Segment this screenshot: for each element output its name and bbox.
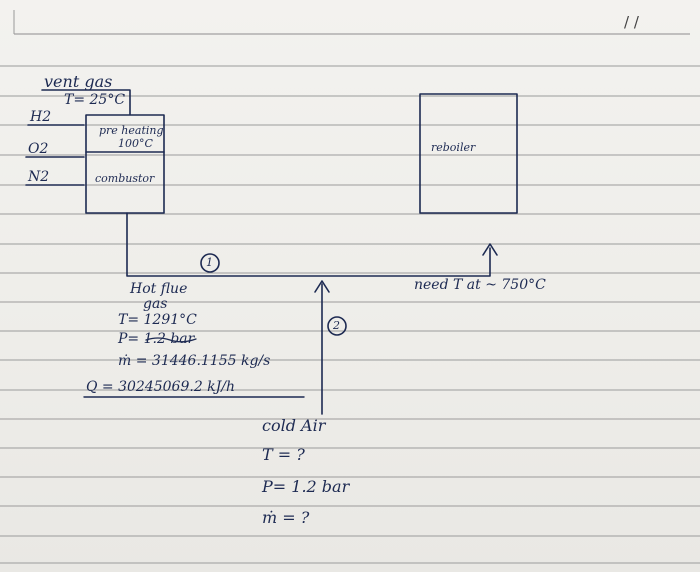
date-marks: / / xyxy=(624,13,639,31)
hot-flue-label: Hot flue xyxy=(130,281,188,297)
flue-gas-pressure: P= 1.2 bar xyxy=(118,331,195,347)
vent-gas-temperature: T= 25°C xyxy=(64,92,126,108)
reboiler-label: reboiler xyxy=(431,141,476,154)
o2-label: O2 xyxy=(28,141,49,157)
stream-2-number: 2 xyxy=(333,319,340,332)
arrow-to-reboiler xyxy=(482,243,498,256)
cold-air-label: cold Air xyxy=(262,416,326,435)
gas-label: gas xyxy=(143,296,168,312)
combustor-box-outline xyxy=(85,114,165,214)
n2-label: N2 xyxy=(28,169,50,185)
cold-air-mass-flow: ṁ = ? xyxy=(262,508,310,527)
flue-gas-temperature: T= 1291°C xyxy=(118,312,197,328)
preheating-temperature: 100°C xyxy=(118,137,153,150)
h2-label: H2 xyxy=(30,109,52,125)
cold-air-temperature: T = ? xyxy=(262,445,305,464)
combustor-label: combustor xyxy=(95,172,155,185)
flue-gas-heat: Q = 30245069.2 kJ/h xyxy=(86,379,236,395)
stream-1-number: 1 xyxy=(206,256,213,269)
stream-2-circle xyxy=(327,316,347,336)
reboiler-box-outline xyxy=(419,93,518,214)
flue-gas-mass-flow: ṁ = 31446.1155 kg/s xyxy=(118,353,271,369)
stream-1-circle xyxy=(200,253,220,273)
arrow-cold-air xyxy=(314,280,330,293)
preheating-label: pre heating xyxy=(99,124,164,137)
cold-air-pressure: P= 1.2 bar xyxy=(262,477,350,496)
flue-gas-pipe xyxy=(126,212,491,277)
need-temperature-note: need T at ~ 750°C xyxy=(414,277,546,293)
vent-gas-line xyxy=(41,89,131,115)
vent-gas-label: vent gas xyxy=(44,72,113,91)
